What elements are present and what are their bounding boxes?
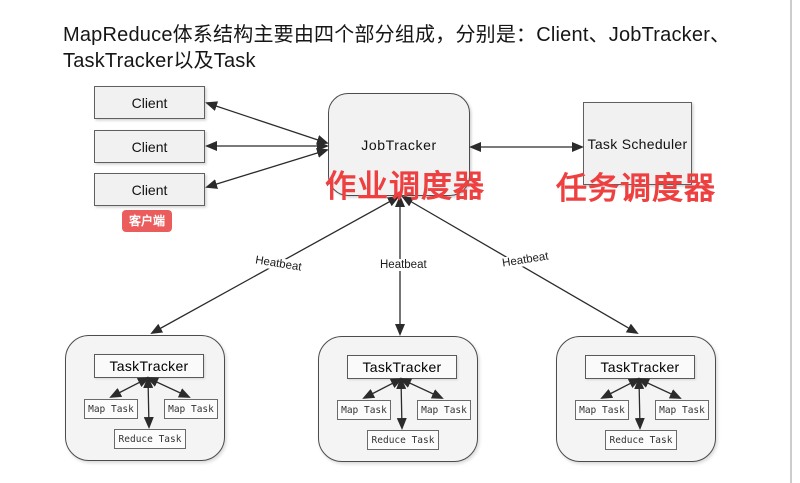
map-task-box: Map Task (84, 399, 138, 419)
reduce-task-box: Reduce Task (114, 429, 186, 449)
map-task-box: Map Task (655, 400, 709, 420)
client-badge-cn: 客户端 (122, 210, 173, 232)
client-label: Client (131, 181, 168, 198)
reduce-task-box: Reduce Task (605, 430, 677, 450)
jobtracker-node: JobTracker (328, 93, 470, 196)
client-node-3: Client (94, 173, 205, 206)
client-label: Client (131, 94, 168, 111)
arrow-client1-jobtracker (205, 101, 329, 145)
map-task-box: Map Task (337, 400, 391, 420)
tasktracker-box: TaskTracker (585, 355, 695, 379)
page-edge-divider (790, 0, 792, 483)
map-task-box: Map Task (417, 400, 471, 420)
heartbeat-label-1: Heatbeat (251, 253, 306, 275)
reduce-task-box: Reduce Task (367, 430, 439, 450)
jobtracker-label: JobTracker (361, 136, 437, 153)
heartbeat-label-3: Heatbeat (498, 249, 553, 271)
tasktracker-group-1: TaskTracker Map Task Map Task Reduce Tas… (65, 335, 225, 461)
client-node-1: Client (94, 86, 205, 119)
task-scheduler-label: Task Scheduler (587, 135, 688, 152)
arrow-client3-jobtracker (205, 148, 329, 189)
client-label: Client (131, 138, 168, 155)
title-line-1: MapReduce体系结构主要由四个部分组成，分别是：Client、JobTra… (63, 24, 731, 46)
jobtracker-overlay-cn: 作业调度器 (325, 169, 485, 204)
map-task-box: Map Task (575, 400, 629, 420)
title-line-2: TaskTracker以及Task (63, 50, 256, 72)
client-node-2: Client (94, 130, 205, 163)
tasktracker-box: TaskTracker (94, 354, 204, 378)
tasktracker-group-3: TaskTracker Map Task Map Task Reduce Tas… (556, 336, 716, 462)
map-task-box: Map Task (164, 399, 218, 419)
task-scheduler-overlay-cn: 任务调度器 (556, 171, 716, 206)
page-title: MapReduce体系结构主要由四个部分组成，分别是：Client、JobTra… (63, 22, 730, 74)
tasktracker-box: TaskTracker (347, 355, 457, 379)
heartbeat-label-2: Heatbeat (377, 259, 430, 271)
tasktracker-group-2: TaskTracker Map Task Map Task Reduce Tas… (318, 336, 478, 462)
